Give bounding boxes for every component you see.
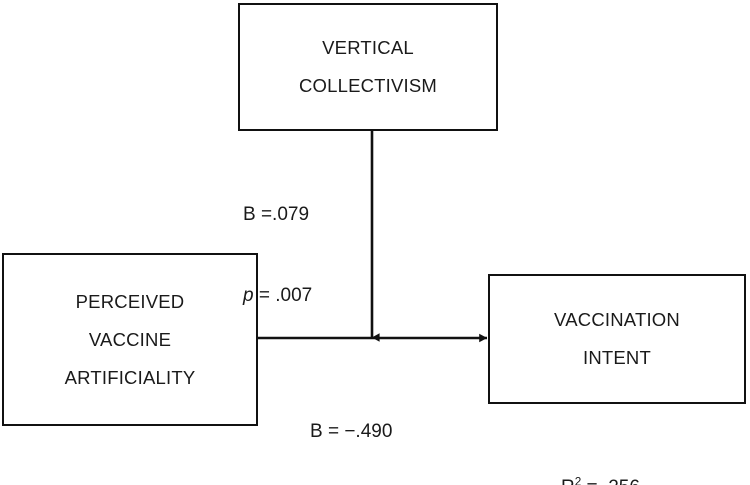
node-vaccination-intent-label: VACCINATION INTENT	[554, 309, 680, 368]
moderator-path-coefficient: B =.079	[243, 204, 310, 225]
r-squared-exponent: 2	[574, 475, 582, 485]
node-vertical-collectivism: VERTICAL COLLECTIVISM	[238, 3, 498, 131]
direct-path-label: B = −.490 p < .001	[310, 364, 392, 485]
r-squared-line: R2 = .256	[561, 474, 640, 485]
direct-path-coefficient: B = −.490	[310, 421, 393, 442]
moderator-path-significance: p = .007	[243, 282, 312, 309]
p-symbol: p	[243, 285, 254, 306]
node-vaccination-intent: VACCINATION INTENT	[488, 274, 746, 404]
node-vertical-collectivism-label: VERTICAL COLLECTIVISM	[298, 37, 438, 96]
r-squared-value: = .256	[581, 477, 640, 485]
node-perceived-vaccine-artificiality-label: PERCEIVED VACCINE ARTIFICIALITY	[64, 290, 196, 388]
r-squared-symbol: R	[561, 477, 575, 485]
node-perceived-vaccine-artificiality: PERCEIVED VACCINE ARTIFICIALITY	[2, 253, 258, 426]
model-fit-label: R2 = .256 p < .001	[561, 420, 640, 485]
moderator-path-pvalue: = .007	[253, 285, 313, 306]
moderator-path-label: B =.079 p = .007	[243, 147, 312, 363]
